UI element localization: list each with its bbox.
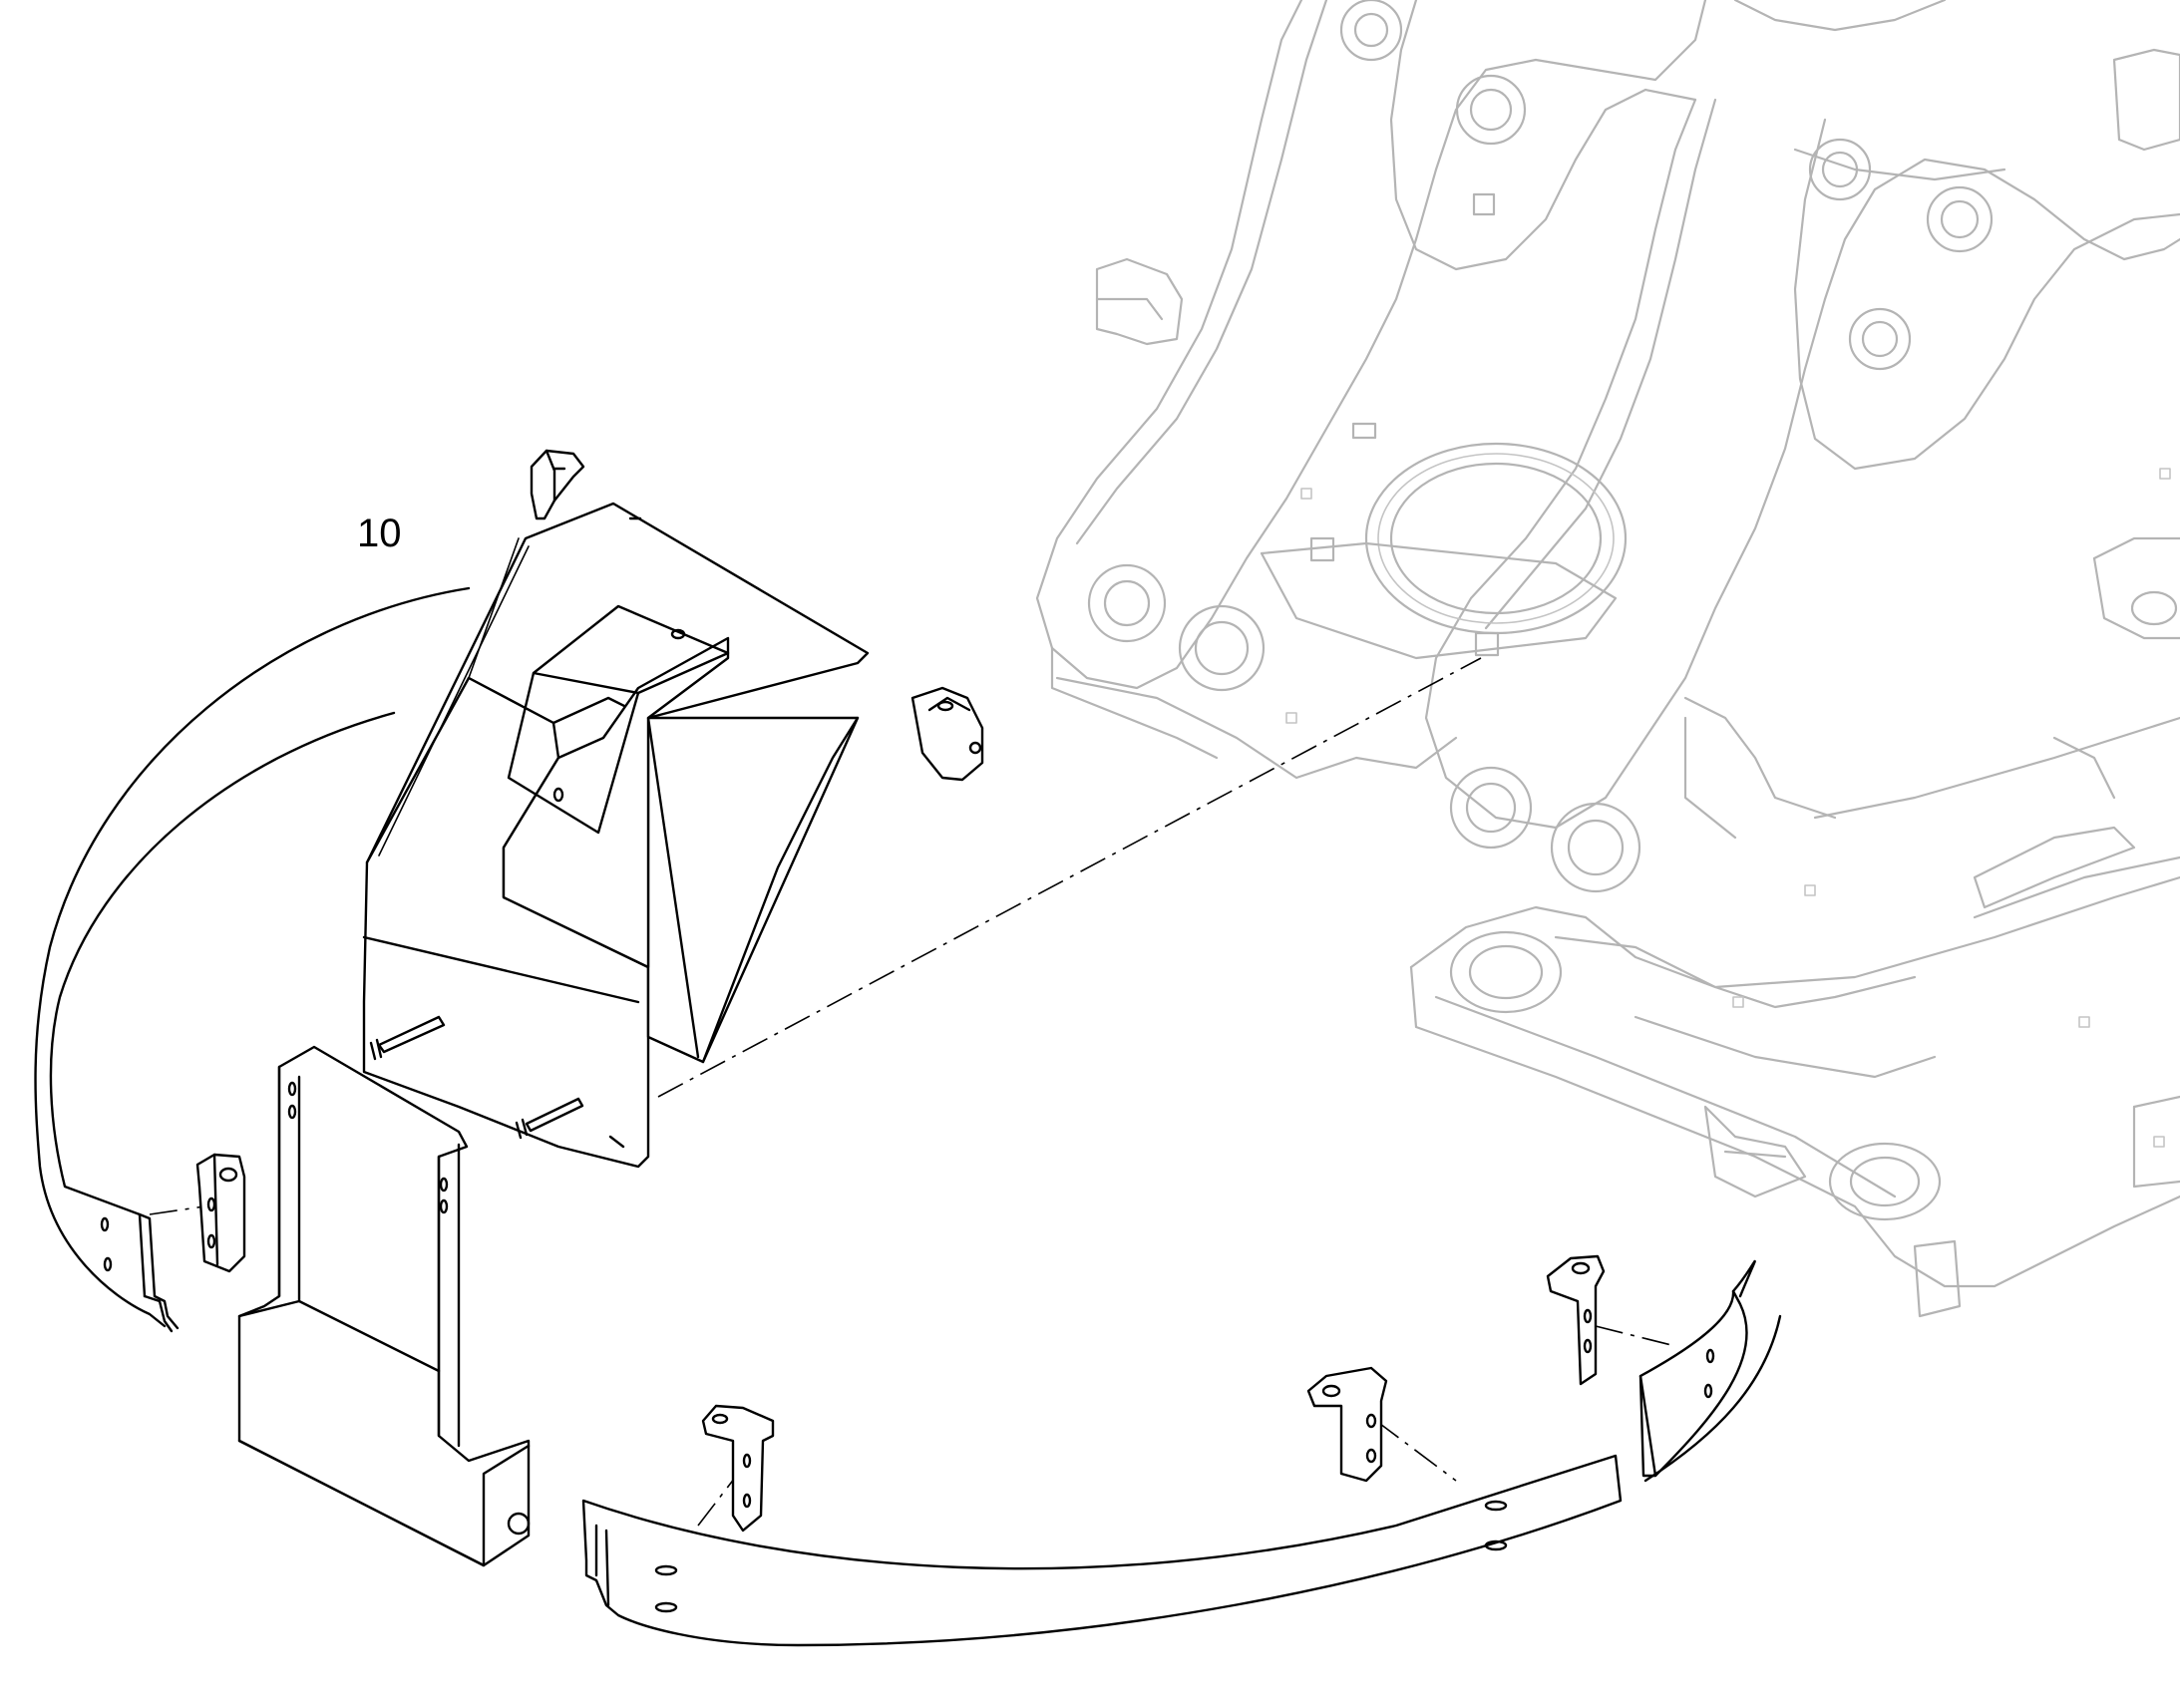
- lower-skirt-panel-part: [581, 1454, 1623, 1647]
- stud-upper: [377, 1015, 446, 1054]
- right-skirt-segment-part: [1638, 1259, 1782, 1483]
- lower-bracket-middle-part: [1306, 1366, 1388, 1483]
- top-bracket-part: [530, 449, 585, 520]
- assembly-line-lower-mid: [1375, 1420, 1457, 1482]
- lower-bracket-left-part: [701, 1404, 775, 1533]
- hood-cover-part: [362, 502, 870, 1169]
- side-panel-part: [237, 1045, 531, 1567]
- right-bracket-part: [910, 686, 984, 782]
- stud-lower: [525, 1097, 584, 1133]
- machine-frame-context: [1035, 0, 2180, 1318]
- left-l-bracket-part: [195, 1153, 246, 1273]
- left-skirt-panel-part: [34, 586, 471, 1333]
- assembly-line-main: [657, 657, 1482, 1098]
- lower-bracket-right-part: [1546, 1254, 1606, 1386]
- assembly-line-lower-right: [1595, 1325, 1676, 1347]
- assembly-line-left-bracket: [149, 1205, 205, 1215]
- item-callout-label: 10: [357, 512, 402, 555]
